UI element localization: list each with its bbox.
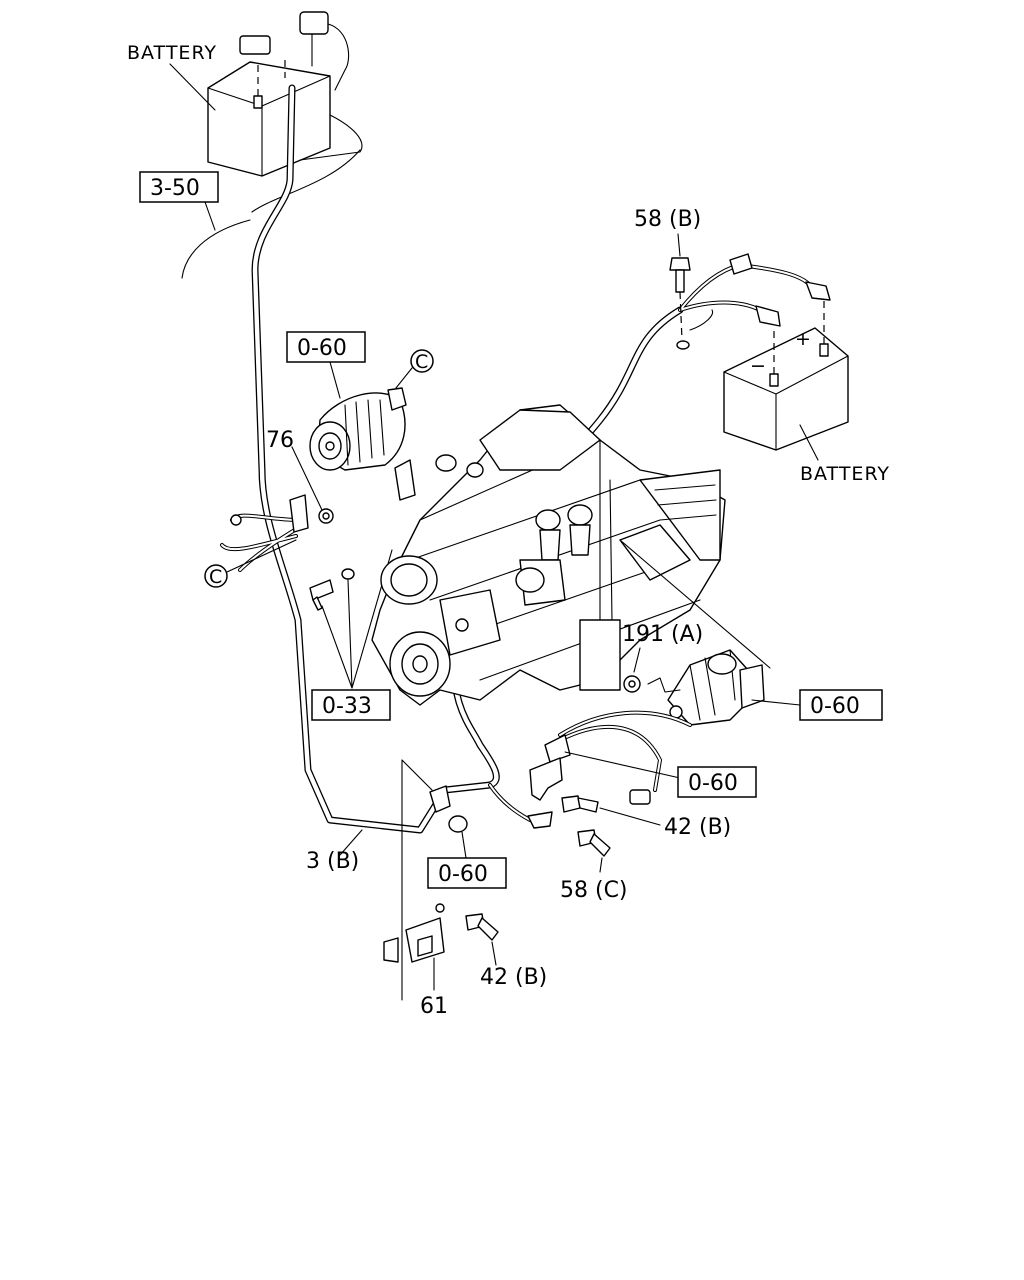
cable-3b: [251, 84, 684, 834]
part-42b-lower-label: 42 (B): [480, 965, 547, 990]
engine: [371, 404, 726, 706]
bolt-58b: [669, 257, 691, 293]
marker-c-lower: [204, 564, 228, 588]
svg-text:C: C: [415, 351, 429, 373]
alternator: [309, 387, 407, 471]
ground-wire-lower: [488, 783, 532, 822]
terminal-minus-sign: −: [750, 355, 767, 377]
connector-alt: [289, 494, 309, 533]
ref-3-50-leader: [204, 201, 216, 231]
ref-box-3-50: 3-50: [139, 171, 219, 203]
terminal-plus-sign: +: [795, 328, 812, 350]
ref-box-0-60-starter: [799, 689, 883, 721]
battery-right-label: BATTERY: [800, 463, 890, 485]
battery-top-label: BATTERY: [127, 42, 217, 64]
starter-motor: [667, 649, 765, 726]
svg-text:3-50: 3-50: [150, 176, 200, 201]
ref-box-0-60-lower: [427, 857, 507, 889]
ref-box-0-33: [311, 689, 391, 721]
bolt-58c: [577, 829, 611, 857]
part-58b-label: 58 (B): [634, 207, 701, 232]
ground-strap-wire: [251, 149, 361, 213]
cable-clip-3b: [429, 785, 451, 813]
ref-box-0-60-bracket: [677, 766, 757, 798]
part-76-label: 76: [266, 428, 294, 453]
clip-0-60-lower: [448, 815, 468, 833]
starter-connector: [629, 789, 651, 805]
ring-terminal-alt: [230, 514, 242, 526]
part-61-label: 61: [420, 994, 448, 1019]
part-3b-label: 3 (B): [306, 849, 359, 874]
battery-top-leader: [169, 63, 216, 111]
svg-text:C: C: [209, 566, 223, 588]
harness-3-50-wire: [181, 219, 251, 279]
battery-right: − +: [723, 300, 849, 451]
part-42b-right-label: 42 (B): [664, 815, 731, 840]
battery-top-left: [207, 11, 363, 177]
clamp-minus: [755, 305, 781, 327]
ref-0-60-lower-text: 0-60: [438, 862, 488, 887]
bolt-42b-right: [561, 795, 599, 813]
ref-0-60-starter-text: 0-60: [810, 694, 860, 719]
marker-c-upper: [410, 349, 434, 373]
ref-box-0-60-alternator: [286, 331, 366, 363]
ring-terminal-58c: [527, 811, 553, 829]
bracket-61: [383, 903, 445, 963]
harness-clip: [544, 734, 571, 763]
bracket-right: [529, 757, 563, 801]
ref-0-60-bracket-text: 0-60: [688, 771, 738, 796]
part-58c-label: 58 (C): [560, 878, 628, 903]
ground-terminal: [676, 340, 690, 350]
bolt-42b-lower: [465, 913, 499, 941]
part-191a-label: 191 (A): [622, 622, 703, 647]
ref-0-60-alternator-text: 0-60: [297, 336, 347, 361]
clamp-plus: [805, 281, 831, 301]
battery-right-leader: [799, 424, 819, 461]
alt-mount-bolts: [309, 568, 355, 611]
battery-right-connector: [729, 253, 753, 275]
ref-0-33-text: 0-33: [322, 694, 372, 719]
